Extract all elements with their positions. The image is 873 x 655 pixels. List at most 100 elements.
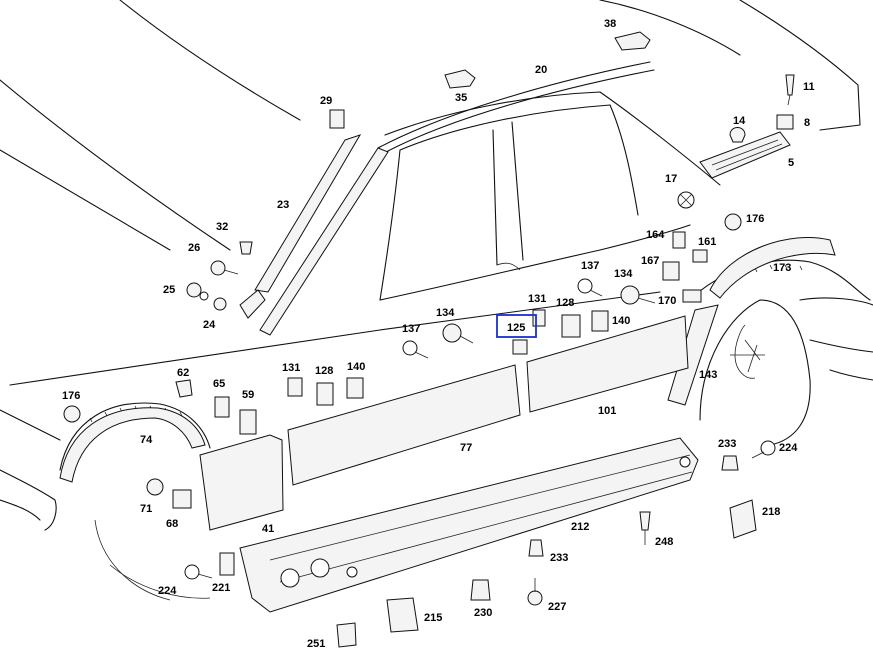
part-224r-screw [760,440,776,456]
label-11: 11 [803,81,815,93]
part-125-clip [512,339,528,355]
label-164: 164 [646,229,665,241]
label-221: 221 [212,582,230,594]
part-140a-clip [591,310,609,332]
part-137a-screw [577,278,593,294]
part-230-cap [470,579,491,601]
label-233-b: 233 [550,552,568,564]
part-59-clip [239,409,257,435]
part-134b-screw [442,323,462,343]
label-38: 38 [604,18,616,30]
label-29: 29 [320,95,332,107]
part-227-screw [527,590,543,606]
highlight-box-125 [496,314,537,338]
part-62-clip [175,379,193,398]
parts [59,31,836,648]
label-212: 212 [571,521,589,533]
label-137-b: 137 [402,323,420,335]
part-35-clip [444,69,476,89]
part-176r-plug [724,213,742,231]
label-128-a: 128 [556,297,574,309]
part-23-pillar-molding [254,134,362,293]
label-233-a: 233 [718,438,736,450]
label-5: 5 [788,157,794,169]
label-32: 32 [216,221,228,233]
part-164-clip [672,231,686,249]
label-25: 25 [163,284,175,296]
label-128-b: 128 [315,365,333,377]
part-161-clip [692,249,708,263]
label-227: 227 [548,601,566,613]
label-68: 68 [166,518,178,530]
label-131-b: 131 [282,362,300,374]
label-41: 41 [262,523,274,535]
label-134-a: 134 [614,268,633,280]
label-35: 35 [455,92,467,104]
label-176-left: 176 [62,390,80,402]
label-23: 23 [277,199,289,211]
label-24: 24 [203,319,216,331]
label-101: 101 [598,405,616,417]
part-20-roof-molding [377,61,651,149]
label-251: 251 [307,638,325,650]
label-167: 167 [641,255,659,267]
label-131-a: 131 [528,293,546,305]
part-5-panel [699,131,791,179]
label-62: 62 [177,367,189,379]
label-137-a: 137 [581,260,599,272]
label-173: 173 [773,262,791,274]
label-20: 20 [535,64,547,76]
label-224-right: 224 [779,442,798,454]
part-71-grommet [146,478,164,496]
part-233b-screw [528,539,544,557]
part-137b-screw [402,340,418,356]
part-251-clip [336,622,357,648]
car-body-outline [0,0,873,601]
label-248: 248 [655,536,673,548]
part-131a-clip [532,309,546,327]
label-176-right: 176 [746,213,764,225]
part-labels: 38 20 35 11 29 14 8 5 23 17 176 32 164 1… [62,18,815,650]
label-161: 161 [698,236,716,248]
label-125: 125 [507,322,525,334]
part-25-bushing [186,282,202,298]
part-24-nut [213,297,227,311]
part-32-pin [239,241,253,255]
label-26: 26 [188,242,200,254]
part-41-fender-molding [199,434,284,531]
part-176l-plug [63,405,81,423]
part-74-front-arch-trim [59,407,206,483]
part-14-plug [729,127,746,143]
label-65: 65 [213,378,225,390]
part-77-door-molding [287,364,521,486]
part-221-clip [219,552,235,576]
part-167-clip [662,261,680,281]
label-134-b: 134 [436,307,455,319]
label-17: 17 [665,173,677,185]
part-248-pin [639,511,651,531]
part-170-clip [682,289,702,303]
part-233a-screw [721,455,739,471]
label-143: 143 [699,369,717,381]
part-140b-clip [346,377,364,399]
label-170: 170 [658,295,676,307]
part-101-door-molding [526,315,689,413]
part-26-screw [210,260,226,276]
part-218-bracket [729,499,757,539]
part-173-rear-arch-trim [709,236,836,299]
label-140-b: 140 [347,361,365,373]
label-8: 8 [804,117,810,129]
label-59: 59 [242,389,254,401]
label-77: 77 [460,442,472,454]
part-224l-screw [184,564,200,580]
part-215-bracket [386,597,419,633]
part-8-clip [776,114,794,130]
part-65-clip [214,396,230,418]
part-38-clip [614,31,651,51]
part-134a-screw [620,285,640,305]
part-131b-clip [287,377,303,397]
label-215: 215 [424,612,442,624]
part-29-clip [329,109,345,129]
part-128a-clip [561,314,581,338]
